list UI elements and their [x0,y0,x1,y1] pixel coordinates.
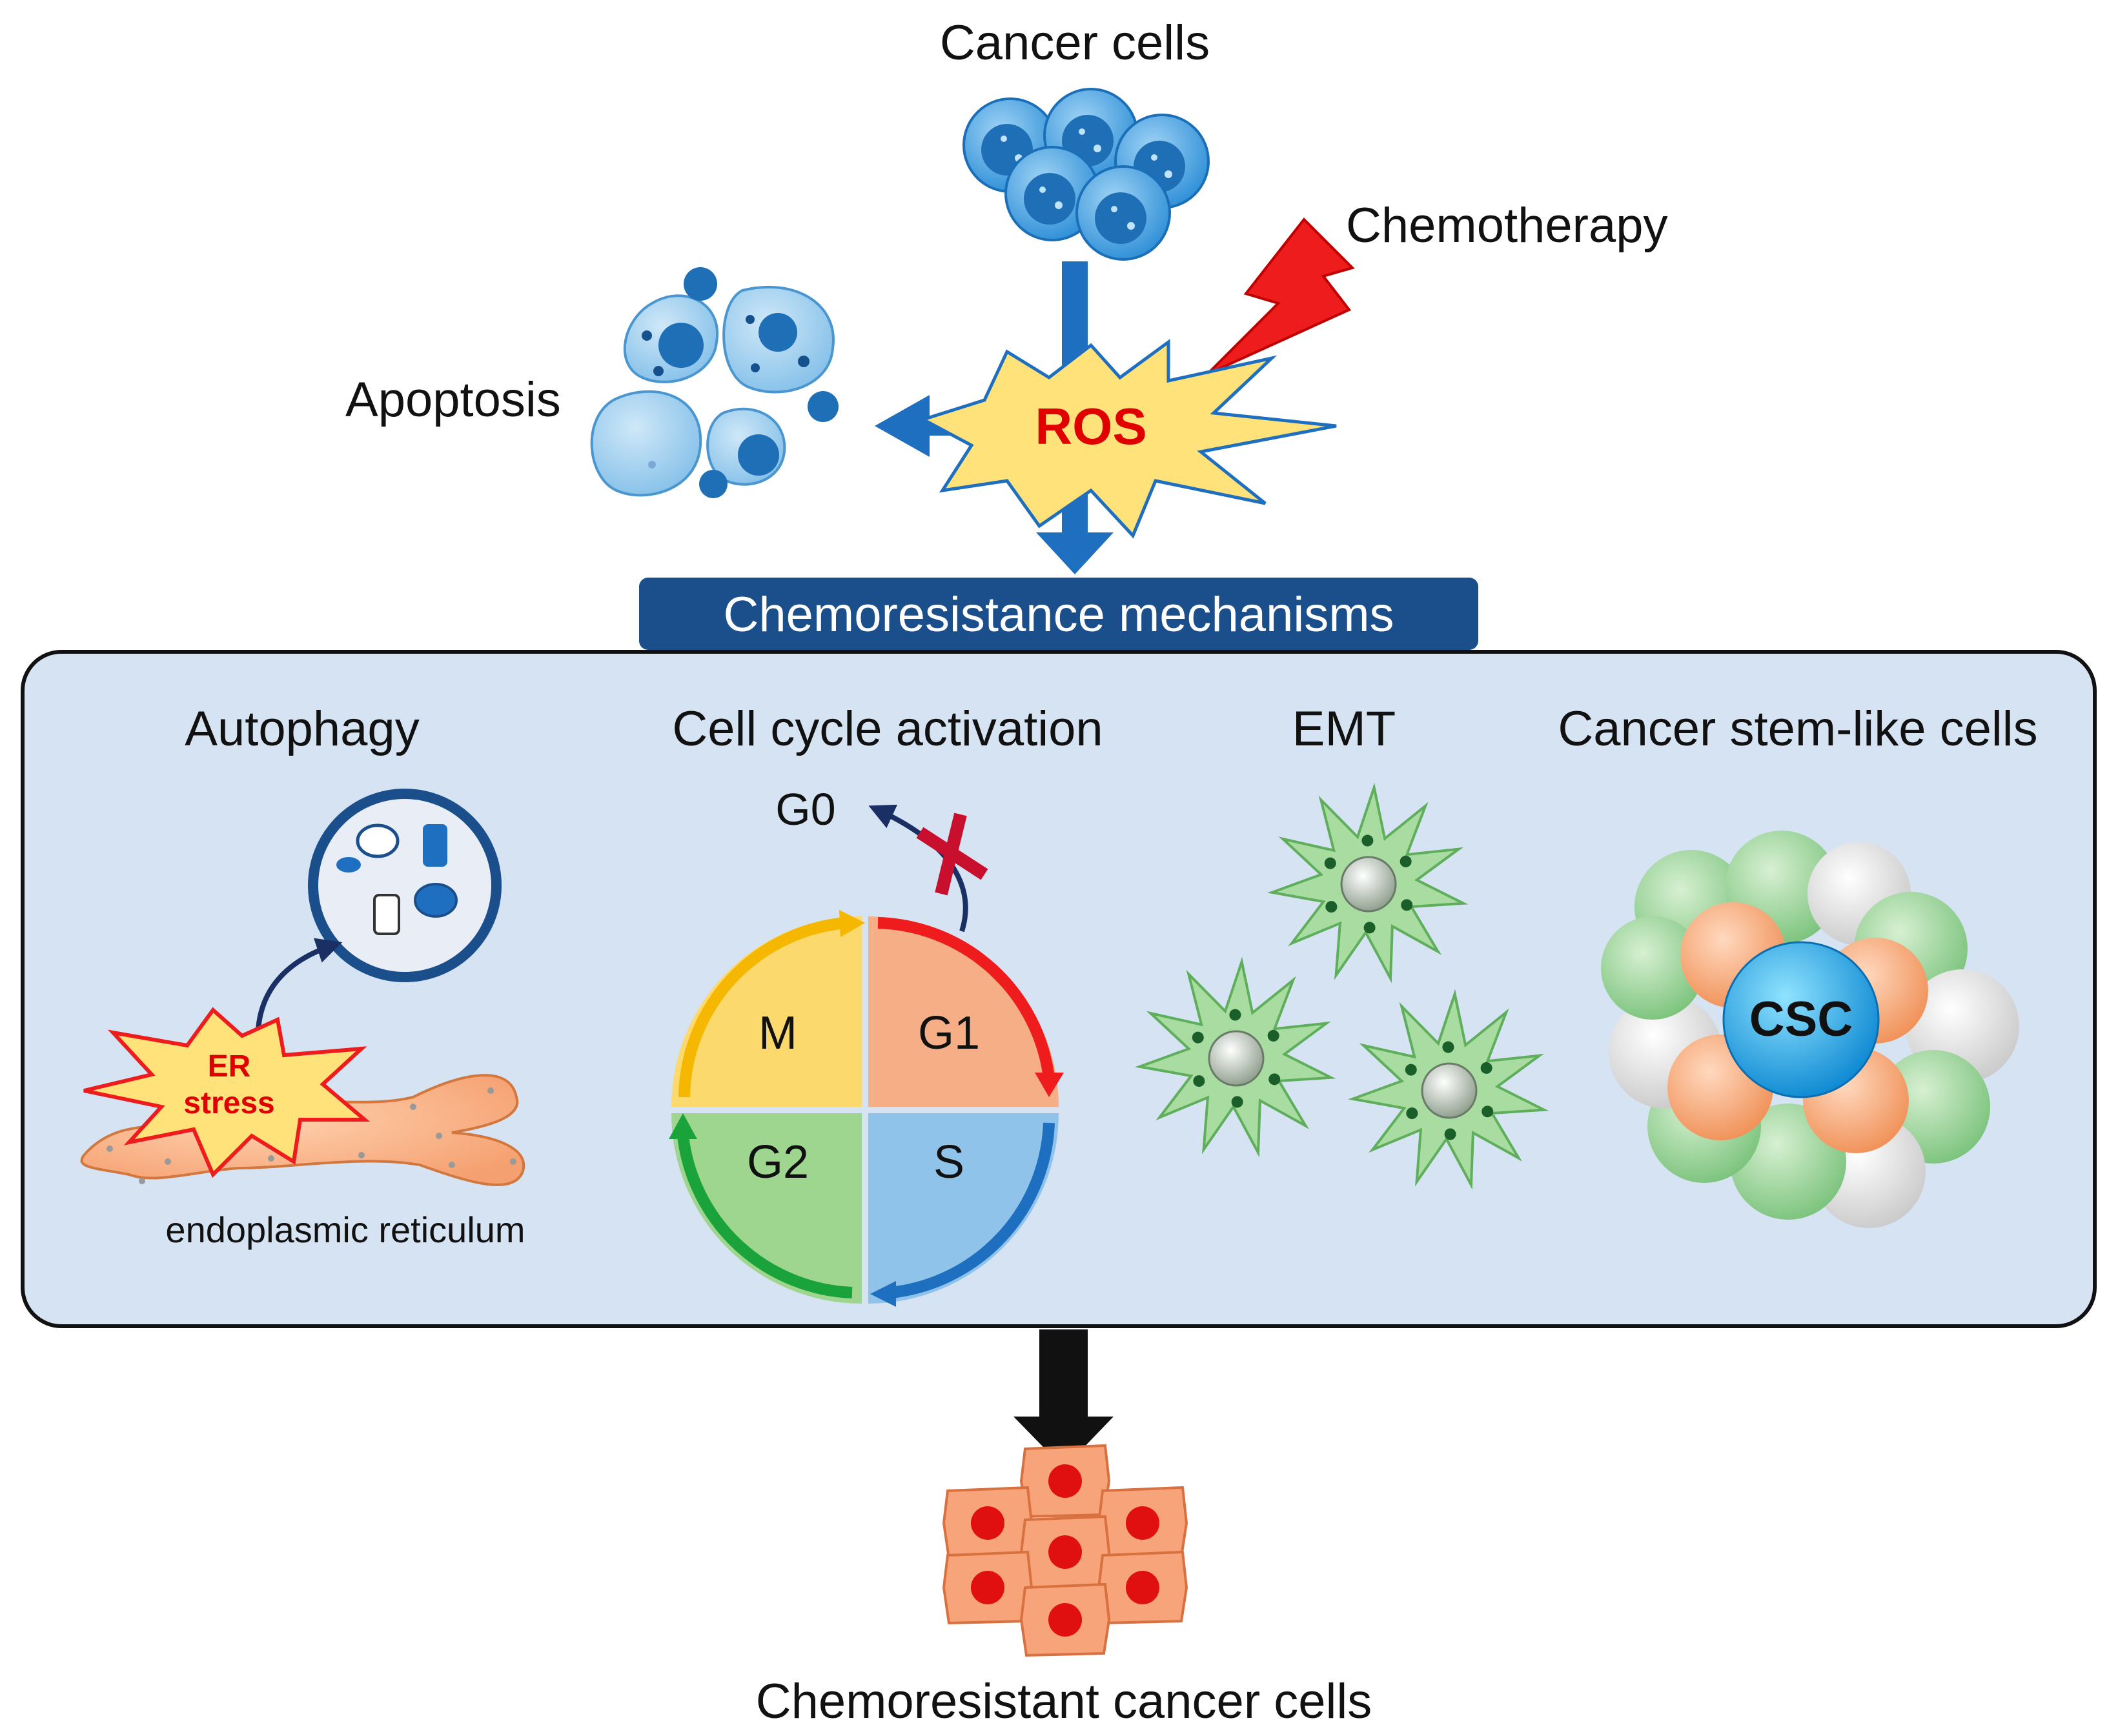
arrow-ros-to-apoptosis [875,395,988,457]
autophagy-label: Autophagy [185,701,419,756]
emt-label: EMT [1292,701,1396,756]
resistant-cancer-cell [1019,1515,1111,1590]
apoptosis-label: Apoptosis [345,372,561,427]
resistant-cancer-cell [942,1550,1034,1625]
phase-s-quadrant [868,1113,1059,1304]
phase-g2-arc [677,1135,853,1298]
phase-s-arc [890,1122,1055,1298]
resistant-cancer-cell [1019,1444,1111,1519]
phase-m-arc [678,917,846,1098]
phase-g2-label: G2 [747,1136,809,1188]
cancer-cells-label: Cancer cells [940,15,1210,70]
cell-cycle-activation-label: Cell cycle activation [672,701,1103,756]
ros-label: ROS [1035,398,1146,455]
stem-cell-cluster: CSC [1601,831,2019,1228]
arrow-to-chemoresistant-cells [1013,1329,1114,1468]
cell-cycle-wheel [669,910,1064,1307]
phase-m-quadrant [671,916,862,1107]
resistant-cancer-cell [1097,1550,1188,1625]
resistant-cancer-cell [1097,1486,1188,1560]
phase-g1-quadrant [868,916,1059,1107]
chemoresistant-cells-cluster [942,1444,1188,1657]
cancer-stem-like-cells-label: Cancer stem-like cells [1558,701,2037,756]
arrow-ros-to-mechanisms [1036,478,1114,574]
mesenchymal-cell [1267,782,1469,984]
chemotherapy-label: Chemotherapy [1346,198,1668,253]
mesenchymal-cell [1134,956,1336,1158]
autophagosome-icon [308,789,502,982]
chemoresistance-mechanisms-label: Chemoresistance mechanisms [723,587,1394,642]
phase-s-label: S [933,1136,964,1188]
mechanisms-panel [21,650,2097,1328]
csc-label: CSC [1749,992,1853,1047]
autophagy-section: Autophagy ER stress endoplasmic reticulu… [80,701,525,1250]
er-stress-burst-icon: ER stress [83,1007,371,1178]
inhibition-cross-icon [916,812,988,896]
mesenchymal-cell [1347,989,1549,1190]
phase-g1-label: G1 [918,1007,980,1059]
g0-label: G0 [775,784,835,834]
er-stress-label-line2: stress [183,1086,274,1120]
csc-sphere-icon [1722,941,1880,1098]
apoptotic-cells-cluster [590,267,839,498]
chemoresistant-cancer-cells-label: Chemoresistant cancer cells [756,1674,1372,1729]
chemoresistance-banner [639,578,1478,650]
phase-g1-arc [877,917,1055,1079]
emt-section: EMT [1134,701,1549,1190]
lightning-bolt-icon [1206,217,1355,376]
phase-g2-quadrant [671,1113,862,1304]
phase-m-label: M [759,1007,797,1059]
resistant-cancer-cell [942,1486,1034,1560]
er-stress-label-line1: ER [208,1049,251,1084]
cell-cycle-section: Cell cycle activation G0 M G1 G2 S [669,701,1103,1307]
cancer-cell [1075,165,1171,261]
csc-section: Cancer stem-like cells CSC [1558,701,2038,1228]
cancer-cells-cluster [962,88,1210,261]
resistant-cancer-cell [1019,1582,1111,1657]
ros-burst-icon: ROS [919,339,1337,539]
endoplasmic-reticulum-label: endoplasmic reticulum [165,1209,525,1250]
